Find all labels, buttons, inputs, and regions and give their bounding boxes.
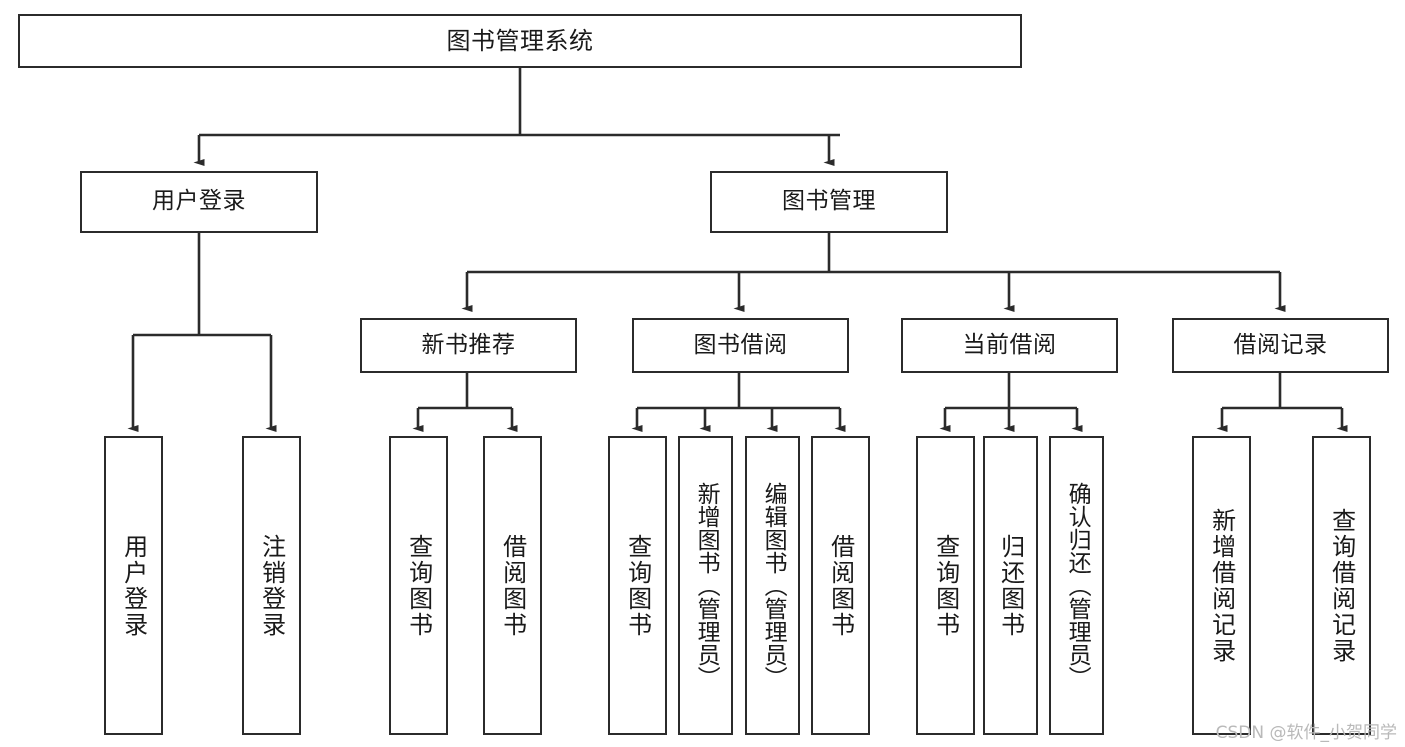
leaf-user-logout[interactable]: 注销登录 bbox=[242, 436, 301, 735]
node-label: 图书管理 bbox=[782, 188, 876, 215]
node-book-borrow[interactable]: 图书借阅 bbox=[632, 318, 849, 373]
leaf-current-query-book[interactable]: 查询图书 bbox=[916, 436, 975, 735]
leaf-user-login[interactable]: 用户登录 bbox=[104, 436, 163, 735]
node-root-system[interactable]: 图书管理系统 bbox=[18, 14, 1022, 68]
node-label: 用户登录 bbox=[119, 533, 148, 638]
node-label: 归还图书 bbox=[996, 533, 1025, 638]
node-label: 图书借阅 bbox=[693, 331, 788, 358]
node-label: 借阅图书 bbox=[498, 533, 527, 638]
node-label: 新增图书（管理员） bbox=[693, 482, 720, 689]
leaf-borrow-query-book[interactable]: 查询图书 bbox=[608, 436, 667, 735]
node-label: 借阅记录 bbox=[1233, 331, 1328, 358]
node-label: 注销登录 bbox=[257, 533, 286, 638]
leaf-current-return-book[interactable]: 归还图书 bbox=[983, 436, 1038, 735]
leaf-record-query-borrow-record[interactable]: 查询借阅记录 bbox=[1312, 436, 1371, 735]
node-label: 查询图书 bbox=[931, 533, 960, 638]
node-book-management[interactable]: 图书管理 bbox=[710, 171, 948, 233]
node-label: 查询图书 bbox=[623, 533, 652, 638]
node-user-login[interactable]: 用户登录 bbox=[80, 171, 318, 233]
csdn-watermark: CSDN @软件_小贺同学 bbox=[1215, 723, 1397, 743]
node-label: 新书推荐 bbox=[421, 331, 516, 358]
node-label: 当前借阅 bbox=[962, 331, 1057, 358]
leaf-newbook-query-book[interactable]: 查询图书 bbox=[389, 436, 448, 735]
leaf-newbook-borrow-book[interactable]: 借阅图书 bbox=[483, 436, 542, 735]
node-label: 图书管理系统 bbox=[446, 26, 594, 55]
node-label: 新增借阅记录 bbox=[1207, 507, 1236, 664]
node-label: 查询借阅记录 bbox=[1327, 507, 1356, 664]
leaf-borrow-borrow-book[interactable]: 借阅图书 bbox=[811, 436, 870, 735]
leaf-borrow-add-book-admin[interactable]: 新增图书（管理员） bbox=[678, 436, 733, 735]
node-label: 确认归还（管理员） bbox=[1064, 482, 1091, 689]
leaf-current-confirm-return-admin[interactable]: 确认归还（管理员） bbox=[1049, 436, 1104, 735]
leaf-record-add-borrow-record[interactable]: 新增借阅记录 bbox=[1192, 436, 1251, 735]
node-current-borrow[interactable]: 当前借阅 bbox=[901, 318, 1118, 373]
node-new-book-recommend[interactable]: 新书推荐 bbox=[360, 318, 577, 373]
leaf-borrow-edit-book-admin[interactable]: 编辑图书（管理员） bbox=[745, 436, 800, 735]
node-label: 用户登录 bbox=[152, 188, 246, 215]
node-borrow-records[interactable]: 借阅记录 bbox=[1172, 318, 1389, 373]
node-label: 借阅图书 bbox=[826, 533, 855, 638]
node-label: 查询图书 bbox=[404, 533, 433, 638]
node-label: 编辑图书（管理员） bbox=[760, 482, 787, 689]
